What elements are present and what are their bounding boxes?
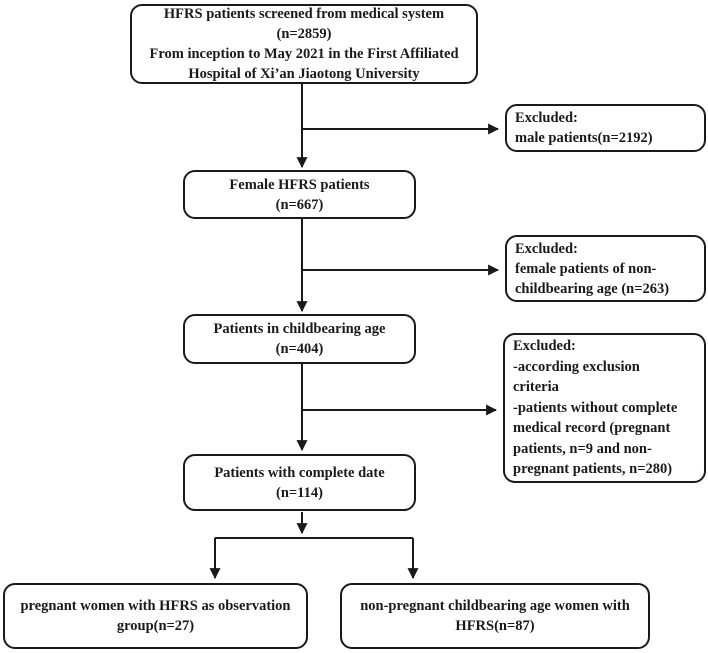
box-excluded-criteria-incomplete-records: Excluded: -according exclusion criteria …	[503, 333, 706, 483]
box-complete-data-patients: Patients with complete date (n=114)	[183, 454, 416, 511]
box-female-hfrs-patients: Female HFRS patients (n=667)	[183, 170, 416, 219]
box-pregnant-observation-group: pregnant women with HFRS as observation …	[3, 583, 308, 649]
box-screened-patients: HFRS patients screened from medical syst…	[130, 4, 478, 84]
box-childbearing-age-patients: Patients in childbearing age (n=404)	[183, 314, 416, 364]
box-excluded-male-patients: Excluded: male patients(n=2192)	[505, 104, 706, 152]
box-nonpregnant-control-group: non-pregnant childbearing age women with…	[340, 583, 650, 649]
box-excluded-nonchildbearing: Excluded: female patients of non- childb…	[505, 235, 706, 302]
